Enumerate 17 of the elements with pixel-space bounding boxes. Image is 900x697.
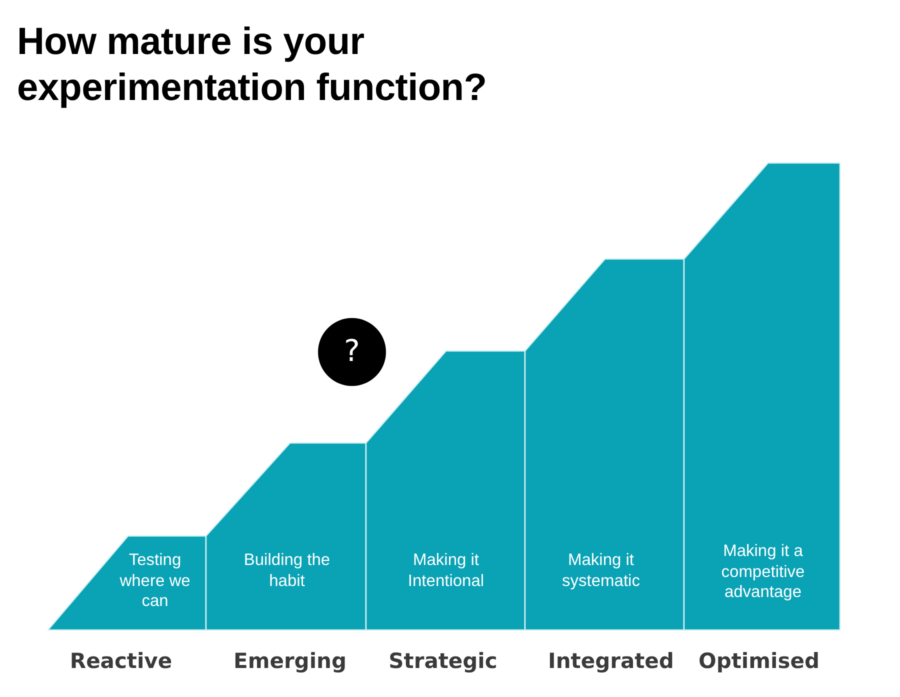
stair-step — [206, 443, 366, 630]
stage-name: Integrated — [548, 648, 674, 674]
stair-step — [48, 536, 206, 630]
stair-step — [525, 259, 684, 630]
stage-description: Making it Intentional — [406, 550, 486, 591]
stage-name: Optimised — [698, 648, 820, 674]
stair-step — [366, 351, 525, 630]
question-mark: ? — [344, 336, 360, 368]
stair-step — [684, 163, 840, 630]
stage-description: Making it a competitive advantage — [720, 541, 806, 602]
stage-description: Making it systematic — [561, 550, 641, 591]
stage-description: Building the habit — [242, 550, 332, 591]
stage-description: Testing where we can — [118, 550, 192, 612]
stage-name: Strategic — [388, 648, 498, 674]
stage-name: Emerging — [233, 648, 347, 674]
stage-name: Reactive — [70, 648, 172, 674]
title: How mature is your experimentation function? — [17, 20, 488, 111]
